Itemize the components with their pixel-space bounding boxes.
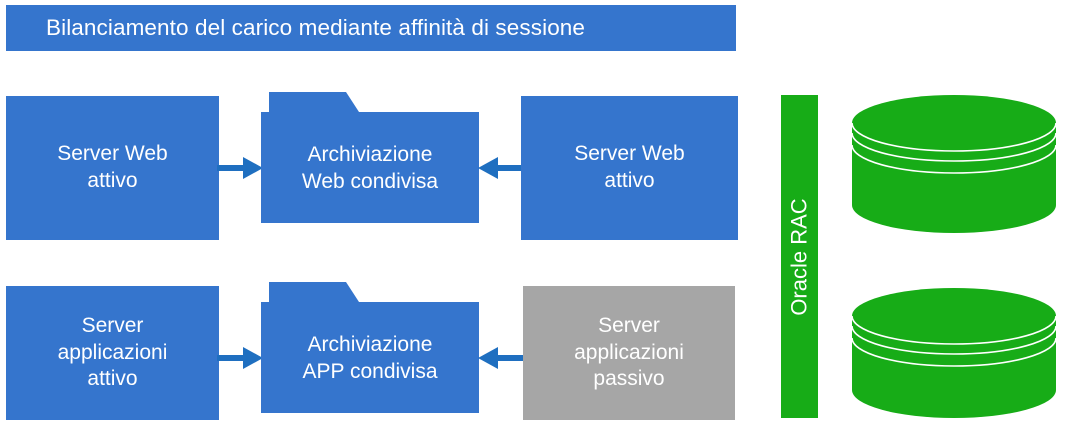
database-cylinder-icon-2[interactable] [852, 288, 1056, 418]
database-cylinder-icon-1[interactable] [852, 95, 1056, 233]
arrow-app-left-to-store-icon [217, 342, 265, 374]
diagram-title-banner: Bilanciamento del carico mediante affini… [6, 5, 736, 51]
node-shared-web-storage-folder[interactable]: Archiviazione Web condivisa [261, 92, 479, 223]
node-shared-app-storage-folder[interactable]: Archiviazione APP condivisa [261, 282, 479, 413]
node-app-server-active-left[interactable]: Server applicazioni attivo [6, 286, 219, 420]
node-label: Server Web attivo [574, 142, 685, 192]
arrow-web-right-to-store-icon [476, 152, 524, 184]
node-app-server-passive-right[interactable]: Server applicazioni passivo [523, 286, 735, 420]
oracle-rac-bar[interactable]: Oracle RAC [781, 95, 818, 418]
oracle-rac-label: Oracle RAC [786, 197, 812, 316]
node-web-server-active-right[interactable]: Server Web attivo [521, 96, 738, 240]
arrow-web-left-to-store-icon [217, 152, 265, 184]
node-label: Server applicazioni attivo [57, 313, 168, 391]
arrow-app-right-to-store-icon [476, 342, 524, 374]
node-web-server-active-left[interactable]: Server Web attivo [6, 96, 219, 240]
node-label: Server Web attivo [57, 142, 168, 192]
diagram-title-text: Bilanciamento del carico mediante affini… [46, 14, 586, 40]
node-label: Server applicazioni passivo [574, 313, 684, 391]
